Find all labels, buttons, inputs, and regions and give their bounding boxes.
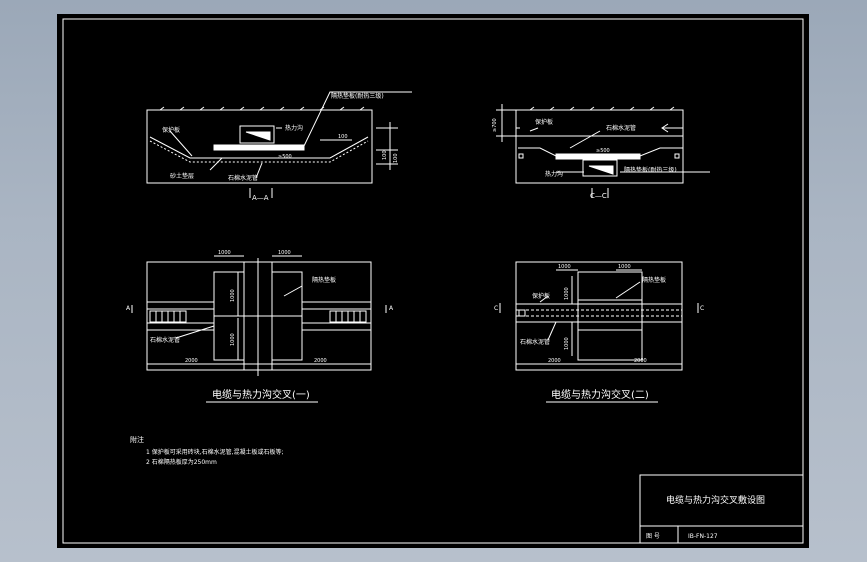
cc-dim-left	[496, 104, 516, 142]
aa-dim-right-a: 100	[382, 150, 388, 160]
notes-item-2: 2 石棉隔热板厚为250mm	[146, 458, 217, 466]
cc-insulation-label: 隔热垫板(耐热三级)	[624, 166, 677, 174]
plan-one	[131, 255, 387, 376]
cc-leader-protect	[529, 127, 539, 132]
leader-pipe	[255, 162, 263, 179]
title-block-no-value: IB-FN-127	[688, 533, 718, 540]
plan-one-mark-right: A	[389, 305, 394, 312]
aa-dim-gap: ≥500	[278, 154, 292, 160]
heat-duct-box	[239, 125, 275, 144]
plan-one-dim-bottom-right: 2000	[314, 358, 327, 364]
title-block-title: 电缆与热力沟交叉敷设图	[666, 494, 765, 506]
plan-one-cable-lines	[147, 308, 371, 324]
cc-arrow	[661, 123, 683, 133]
cc-dim-left-label: ≥700	[492, 118, 498, 132]
title-block-no-label: 图 号	[646, 533, 660, 540]
plan-two-protect-label: 保护板	[532, 292, 550, 300]
plan-one-pipe-left-hatch	[155, 311, 181, 322]
plan-one-dim-bottom-left: 2000	[185, 358, 198, 364]
aa-insulation-label: 隔热垫板(耐热三级)	[331, 92, 384, 100]
cc-protect-label: 保护板	[535, 118, 553, 126]
notes-item-1: 1 保护板可采用砖块,石棉水泥管,混凝土板或石板等;	[146, 448, 284, 456]
dim-right	[376, 122, 398, 170]
section-aa	[146, 91, 412, 198]
plan-one-dim-top-left: 1000	[218, 250, 231, 256]
plan-two-cable-band	[516, 303, 682, 323]
cc-insulation-plate	[555, 153, 641, 160]
section-cc	[496, 104, 710, 198]
cc-marker-right	[674, 153, 680, 159]
title-block	[639, 474, 804, 544]
aa-dim-right-b: 100	[393, 153, 399, 163]
cut-marks	[249, 188, 273, 198]
plan-one-frame	[146, 261, 372, 371]
plan-one-cable-band	[147, 301, 371, 331]
plan-two-dim-top-right: 1000	[618, 264, 631, 270]
cc-heat-duct-label: 热力沟	[545, 170, 563, 178]
cc-marker-left	[518, 153, 524, 159]
title-block-frame	[639, 474, 804, 544]
leader-fill	[209, 157, 223, 171]
plan-two-leader-protect	[539, 295, 549, 303]
plan-one-title: 电缆与热力沟交叉(一)	[212, 388, 310, 401]
plan-two-cut	[499, 303, 699, 313]
plan-one-dim-v-lower: 1000	[230, 333, 236, 346]
aa-fill-label: 砂土垫层	[170, 172, 194, 180]
aa-heat-duct-label: 热力沟	[285, 124, 303, 132]
plan-one-pipe-label: 石棉水泥管	[150, 336, 180, 344]
heat-duct-fill	[245, 131, 271, 141]
plan-two-pipe-label: 石棉水泥管	[520, 338, 550, 346]
drawing-border	[62, 18, 804, 544]
plan-two-leader-pipe	[547, 321, 557, 341]
aa-protect-label: 保护板	[162, 126, 180, 134]
plan-two-mark-left: C	[494, 305, 498, 312]
plan-two-dim-top-left: 1000	[558, 264, 571, 270]
plan-two-dim-bottom-right: 2000	[634, 358, 647, 364]
plan-one-insulation-label: 隔热垫板	[312, 276, 336, 284]
trench-outline	[149, 136, 369, 159]
aa-pipe-label: 石棉水泥管	[228, 174, 258, 182]
cc-cut-marks	[591, 188, 609, 198]
cc-heat-duct-fill	[588, 165, 614, 175]
plan-two-dim-v-upper: 1000	[564, 287, 570, 300]
plan-two-leader-insul	[615, 281, 641, 299]
section-aa-frame	[146, 109, 373, 184]
plan-two-end-marker	[518, 309, 526, 317]
cc-leader-pipe	[569, 130, 601, 149]
plan-two-dim-v-lower: 1000	[564, 337, 570, 350]
insulation-plate	[213, 144, 305, 151]
plan-two-insulation-label: 隔热垫板	[642, 276, 666, 284]
plan-two-mark-right: C	[700, 305, 704, 312]
aa-dim-top: 100	[338, 134, 348, 140]
cc-ground-hatch	[529, 106, 675, 111]
plan-two	[499, 261, 699, 371]
plan-one-leader-insul	[283, 285, 303, 297]
leader-protect	[169, 130, 193, 157]
cc-pipe-label: 石棉水泥管	[606, 124, 636, 132]
plan-two-title: 电缆与热力沟交叉(二)	[551, 388, 649, 401]
section-cc-frame	[515, 109, 684, 184]
cc-dim-gap: ≥500	[596, 148, 610, 154]
cc-heat-duct-box	[582, 159, 618, 177]
leader-insulation	[303, 91, 412, 147]
aa-section-label: A—A	[252, 194, 269, 202]
plan-two-duct-lines	[578, 299, 642, 331]
plan-one-dim-top-right: 1000	[278, 250, 291, 256]
notes-heading: 附注	[130, 435, 144, 444]
notes: 附注 1 保护板可采用砖块,石棉水泥管,混凝土板或石板等; 2 石棉隔热板厚为2…	[130, 435, 284, 466]
plan-one-mark-left: A	[126, 305, 131, 312]
plan-one-pipe-right-hatch	[335, 311, 361, 322]
plan-two-cable-lines	[516, 309, 682, 317]
plan-one-cut	[131, 305, 387, 313]
cc-section-label: C—C	[590, 192, 607, 200]
sheet-background	[57, 14, 809, 548]
plan-one-leader-pipe	[175, 325, 215, 339]
plan-one-dim-v-upper: 1000	[230, 289, 236, 302]
plan-two-dim-bottom-left: 2000	[548, 358, 561, 364]
